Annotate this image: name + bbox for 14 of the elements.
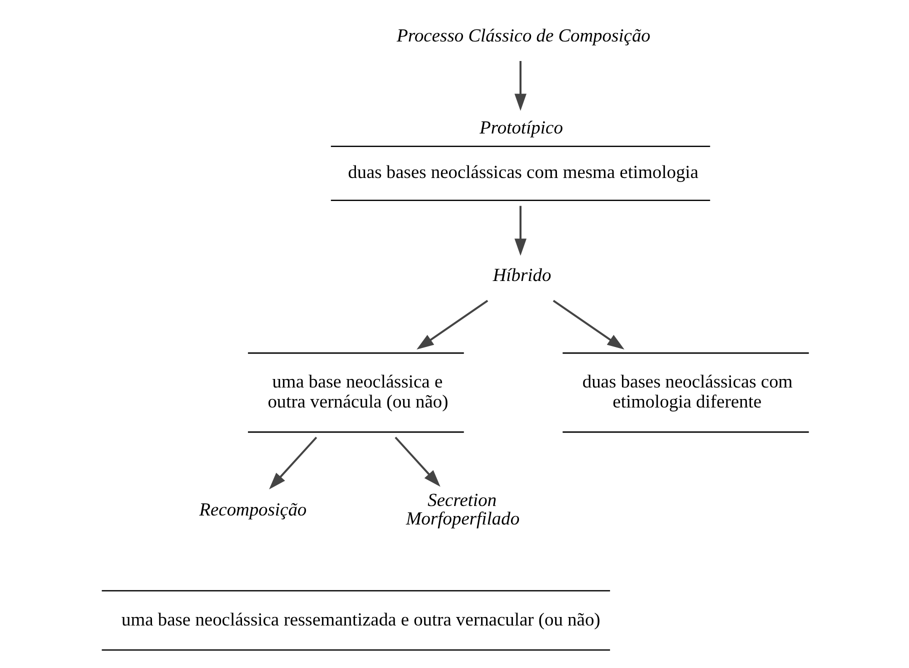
node-text: Secretion Morfoperfilado <box>405 490 520 529</box>
node-text: Prototípico duas bases neoclássicas com mesma etimologia <box>348 117 698 182</box>
node-text: uma base neoclássica ressemantizada e outra vernacular (ou não) <box>121 609 600 630</box>
arrow <box>514 61 526 111</box>
node-text: Recomposição <box>198 499 306 520</box>
node-text: uma base neoclássica e outra vernácula (ou não) <box>267 372 448 412</box>
arrow <box>552 300 624 350</box>
node-text: Processo Clássico de Composição <box>396 25 650 46</box>
node-text: Híbrido <box>492 264 551 285</box>
arrow <box>268 436 317 490</box>
arrow <box>416 300 488 350</box>
arrow <box>394 436 440 487</box>
node-text: duas bases neoclássicas com etimologia diferente <box>582 372 792 412</box>
arrow <box>514 206 526 256</box>
